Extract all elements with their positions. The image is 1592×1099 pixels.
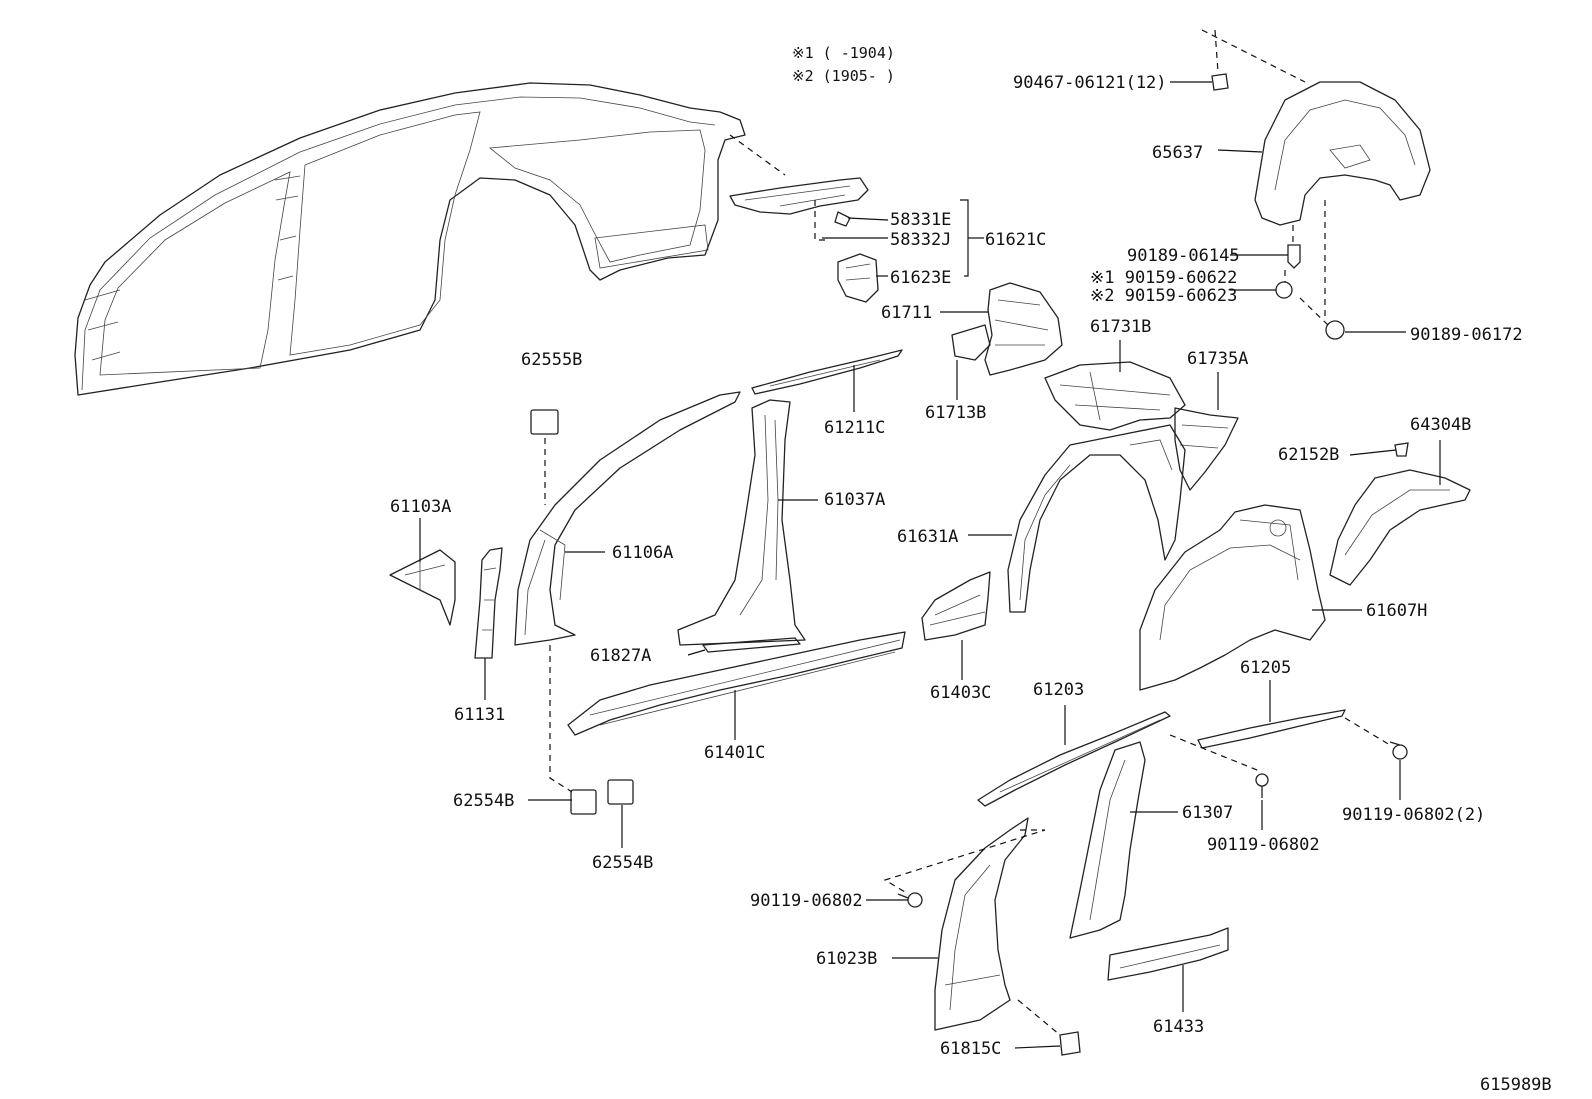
- label-61131: 61131: [454, 705, 505, 725]
- part-61607H: [1139, 504, 1326, 691]
- plug-62555B: [530, 409, 559, 435]
- part-61307: [1069, 741, 1146, 939]
- part-61103A: [389, 549, 456, 626]
- body-side-outer-panel: [74, 82, 746, 396]
- dashed-guides: [544, 29, 1391, 1036]
- part-labels: 90467-06121(12) 65637 58331E 58332J 6162…: [390, 73, 1523, 1059]
- label-61023B: 61023B: [816, 949, 877, 969]
- plug-62152B: [1394, 442, 1409, 457]
- label-61433: 61433: [1153, 1017, 1204, 1037]
- part-61037A: [677, 399, 806, 646]
- label-61037A: 61037A: [824, 490, 885, 510]
- label-90119-06802-a: 90119-06802: [1207, 835, 1320, 855]
- label-61607H: 61607H: [1366, 601, 1427, 621]
- part-61731B: [1044, 361, 1186, 431]
- part-61403C: [921, 571, 991, 641]
- part-61433: [1107, 927, 1229, 981]
- part-61711: [951, 282, 1063, 376]
- part-65637: [1254, 81, 1431, 226]
- part-61735A: [1174, 407, 1239, 491]
- bolt-90119-a: [1255, 773, 1269, 798]
- part-61621C: [729, 177, 879, 303]
- part-61211C: [751, 349, 903, 395]
- clip-90189-06172: [1325, 320, 1345, 340]
- label-58332J: 58332J: [890, 230, 951, 250]
- label-61631A: 61631A: [897, 527, 958, 547]
- part-61023B: [934, 817, 1029, 1031]
- part-61131: [474, 547, 503, 659]
- label-61815C: 61815C: [940, 1039, 1001, 1059]
- label-61711: 61711: [881, 303, 932, 323]
- leader-lines: [419, 81, 1441, 1049]
- label-90189-06145: 90189-06145: [1127, 246, 1240, 266]
- label-90159-60623: ※2 90159-60623: [1090, 286, 1237, 306]
- label-61203: 61203: [1033, 680, 1084, 700]
- part-61827A: [702, 637, 801, 653]
- bolt-90119-b: [1389, 741, 1408, 760]
- label-90119-06802-c: 90119-06802: [750, 891, 863, 911]
- clip-90467: [1211, 73, 1229, 91]
- part-61401C: [567, 631, 906, 736]
- note-1: ※1 ( -1904): [792, 44, 895, 62]
- label-61205: 61205: [1240, 658, 1291, 678]
- notes: ※1 ( -1904) ※2 (1905- ): [792, 44, 895, 85]
- label-62554B-b: 62554B: [592, 853, 653, 873]
- figure-id: 615989B: [1480, 1075, 1552, 1095]
- label-61103A: 61103A: [390, 497, 451, 517]
- part-61106A: [514, 391, 741, 646]
- label-61403C: 61403C: [930, 683, 991, 703]
- label-61401C: 61401C: [704, 743, 765, 763]
- label-61827A: 61827A: [590, 646, 651, 666]
- label-58331E: 58331E: [890, 210, 951, 230]
- label-61621C: 61621C: [985, 230, 1046, 250]
- plug-62554B-a: [570, 789, 597, 815]
- label-90467-06121: 90467-06121(12): [1013, 73, 1167, 93]
- label-90119-06802-b: 90119-06802(2): [1342, 805, 1485, 825]
- label-61307: 61307: [1182, 803, 1233, 823]
- label-62152B: 62152B: [1278, 445, 1339, 465]
- part-61631A: [1007, 424, 1186, 613]
- clip-90189-06145: [1287, 244, 1301, 269]
- label-61713B: 61713B: [925, 403, 986, 423]
- label-61735A: 61735A: [1187, 349, 1248, 369]
- plug-61815C: [1059, 1031, 1081, 1056]
- label-62554B-a: 62554B: [453, 791, 514, 811]
- part-61203: [977, 711, 1171, 807]
- label-90159-60622: ※1 90159-60622: [1090, 268, 1237, 288]
- label-61211C: 61211C: [824, 418, 885, 438]
- label-61106A: 61106A: [612, 543, 673, 563]
- plug-62554B-b: [607, 779, 634, 805]
- part-61205: [1197, 709, 1346, 749]
- label-61731B: 61731B: [1090, 317, 1151, 337]
- part-64304B: [1329, 469, 1471, 586]
- label-64304B: 64304B: [1410, 415, 1471, 435]
- label-62555B: 62555B: [521, 350, 582, 370]
- note-2: ※2 (1905- ): [792, 67, 895, 85]
- clip-90159: [1275, 281, 1293, 299]
- label-61623E: 61623E: [890, 268, 951, 288]
- label-90189-06172: 90189-06172: [1410, 325, 1523, 345]
- label-65637: 65637: [1152, 143, 1203, 163]
